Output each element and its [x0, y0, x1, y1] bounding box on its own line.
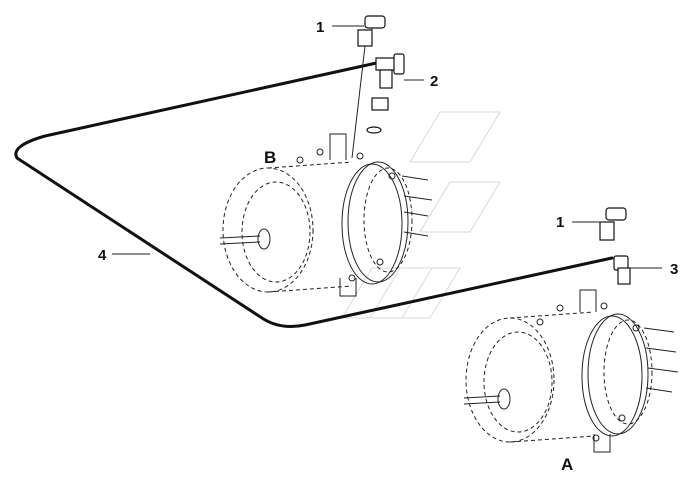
nut-b: [371, 97, 389, 111]
callout-4-hose: 4: [98, 247, 107, 264]
callout-1-a: 1: [556, 214, 564, 231]
washer-b: [366, 126, 382, 134]
view-label-a: A: [561, 455, 573, 474]
tee-fitting-a: [613, 255, 631, 285]
motor-b: [219, 133, 433, 297]
motor-a: [463, 289, 679, 453]
callout-1-b: 1: [316, 19, 324, 36]
pipe-to-b: [351, 45, 366, 159]
hose-line: [14, 60, 614, 328]
tee-fitting-b: [375, 53, 405, 89]
leader-lines: [112, 25, 662, 269]
callout-2-b: 2: [430, 73, 438, 90]
view-label-b: B: [264, 148, 276, 167]
elbow-fitting-a: [599, 207, 627, 241]
elbow-fitting-b: [357, 15, 386, 47]
callout-3-a: 3: [670, 261, 678, 278]
watermark: [341, 111, 501, 319]
